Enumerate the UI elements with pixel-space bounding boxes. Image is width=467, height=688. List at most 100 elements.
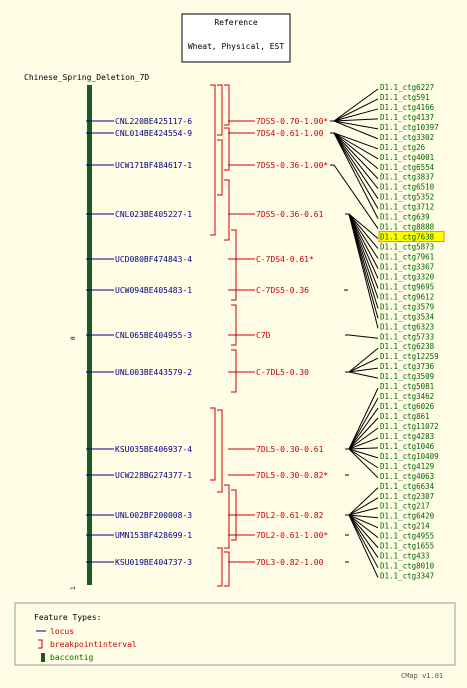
contig-label[interactable]: D1.1_ctg8010 bbox=[380, 562, 435, 571]
contig-label[interactable]: D1.1_ctg6323 bbox=[380, 322, 434, 331]
contig-label[interactable]: D1.1_ctg3367 bbox=[380, 262, 434, 271]
contig-label[interactable]: D1.1_ctg6510 bbox=[380, 183, 435, 192]
locus-label[interactable]: UCW094BE405483-1 bbox=[115, 286, 192, 295]
bin-label[interactable]: 7DL2-0.61-1.00* bbox=[256, 531, 328, 540]
contig-label[interactable]: D1.1_ctg12259 bbox=[380, 352, 439, 361]
axis-bottom-label: 1 bbox=[70, 586, 77, 590]
breakpoint-bracket bbox=[217, 139, 223, 196]
contig-label[interactable]: D1.1_ctg10397 bbox=[380, 123, 439, 132]
contig-label[interactable]: D1.1_ctg7961 bbox=[380, 252, 434, 261]
locus-label[interactable]: CNL065BE404955-3 bbox=[115, 331, 192, 340]
contig-connector bbox=[348, 448, 379, 469]
contig-label[interactable]: D1.1_ctg4001 bbox=[380, 153, 434, 162]
contig-connector bbox=[348, 371, 379, 379]
locus-label[interactable]: CNL023BE405227-1 bbox=[115, 210, 192, 219]
contig-label[interactable]: D1.1_ctg4955 bbox=[380, 532, 434, 541]
bin-label[interactable]: 7DS4-0.61-1.00 bbox=[256, 129, 324, 138]
bin-label[interactable]: C-7DS4-0.61* bbox=[256, 255, 314, 264]
contig-label[interactable]: D1.1_ctg1655 bbox=[380, 542, 434, 551]
bin-group: 7DS5-0.70-1.00* 7DS4-0.61-1.00 7DS5-0.36-1… bbox=[256, 117, 328, 567]
contig-connector bbox=[348, 417, 379, 450]
contig-label[interactable]: D1.1_ctg5081 bbox=[380, 382, 434, 391]
bin-label[interactable]: 7DL3-0.82-1.00 bbox=[256, 558, 324, 567]
map-title[interactable]: Chinese_Spring_Deletion_7D bbox=[24, 73, 149, 82]
contig-connector bbox=[348, 514, 379, 568]
legend-title: Feature Types: bbox=[34, 613, 101, 622]
contig-connector bbox=[348, 213, 379, 279]
contig-label[interactable]: D1.1_ctg3462 bbox=[380, 392, 434, 401]
contig-label[interactable]: D1.1_ctg4137 bbox=[380, 113, 434, 122]
contig-label[interactable]: D1.1_ctg6554 bbox=[380, 163, 435, 172]
bin-label[interactable]: 7DL5-0.30-0.61 bbox=[256, 445, 324, 454]
contig-label[interactable]: D1.1_ctg217 bbox=[380, 502, 430, 511]
contig-label[interactable]: D1.1_ctg5873 bbox=[380, 243, 434, 252]
contig-label[interactable]: D1.1_ctg6227 bbox=[380, 83, 434, 92]
contig-connector bbox=[333, 108, 379, 122]
contig-label[interactable]: D1.1_ctg3509 bbox=[380, 372, 434, 381]
contig-label[interactable]: D1.1_ctg9695 bbox=[380, 282, 434, 291]
contig-label[interactable]: D1.1_ctg11072 bbox=[380, 422, 439, 431]
bin-label[interactable]: C-7DL5-0.30 bbox=[256, 368, 309, 377]
breakpoint-bracket bbox=[224, 127, 230, 171]
contig-label[interactable]: D1.1_ctg4129 bbox=[380, 462, 434, 471]
contig-label[interactable]: D1.1_ctg9612 bbox=[380, 292, 434, 301]
contig-highlight bbox=[378, 231, 445, 243]
locus-label[interactable]: KSU035BE406937-4 bbox=[115, 445, 192, 454]
locus-label[interactable]: UMN153BF428699-1 bbox=[115, 531, 192, 540]
contig-label[interactable]: D1.1_ctg3320 bbox=[380, 272, 435, 281]
locus-label[interactable]: CNL014BE424554-9 bbox=[115, 129, 192, 138]
contig-connector bbox=[333, 132, 379, 209]
breakpoint-bracket bbox=[231, 229, 237, 301]
contig-label[interactable]: D1.1_ctg6238 bbox=[380, 342, 435, 351]
contig-label[interactable]: D1.1_ctg5352 bbox=[380, 193, 434, 202]
contig-label[interactable]: D1.1_ctg639 bbox=[380, 213, 430, 222]
contig-label[interactable]: D1.1_ctg3302 bbox=[380, 133, 434, 142]
contig-connector bbox=[348, 213, 379, 249]
contig-label[interactable]: D1.1_ctg4166 bbox=[380, 103, 435, 112]
contig-connector bbox=[348, 514, 379, 548]
contig-label[interactable]: D1.1_ctg10409 bbox=[380, 452, 439, 461]
contig-connector bbox=[348, 437, 379, 450]
bin-label[interactable]: 7DL5-0.30-0.82* bbox=[256, 471, 328, 480]
contig-label[interactable]: D1.1_ctg6634 bbox=[380, 482, 435, 491]
contig-label[interactable]: D1.1_ctg5733 bbox=[380, 332, 434, 341]
contig-label[interactable]: D1.1_ctg7638 bbox=[380, 233, 435, 242]
contig-label[interactable]: D1.1_ctg591 bbox=[380, 93, 430, 102]
locus-label[interactable]: UNL003BE443579-2 bbox=[115, 368, 192, 377]
locus-label[interactable]: KSU019BE404737-3 bbox=[115, 558, 192, 567]
contig-label[interactable]: D1.1_ctg3736 bbox=[380, 362, 435, 371]
locus-label[interactable]: UCW228BG274377-1 bbox=[115, 471, 192, 480]
legend-item-breakpointinterval: breakpointinterval bbox=[50, 640, 137, 649]
contig-connector bbox=[348, 407, 379, 450]
breakpoint-bracket bbox=[224, 484, 230, 549]
contig-label[interactable]: D1.1_ctg3712 bbox=[380, 203, 434, 212]
breakpoint-bracket bbox=[217, 409, 223, 493]
legend-breakpoint-symbol bbox=[38, 639, 43, 649]
contig-label[interactable]: D1.1_ctg3534 bbox=[380, 312, 435, 321]
bin-label[interactable]: 7DS5-0.36-0.61 bbox=[256, 210, 324, 219]
locus-label[interactable]: UCD080BF474843-4 bbox=[115, 255, 192, 264]
contig-label[interactable]: D1.1_ctg3347 bbox=[380, 572, 434, 581]
locus-label[interactable]: CNL220BE425117-6 bbox=[115, 117, 192, 126]
contig-label[interactable]: D1.1_ctg6026 bbox=[380, 402, 435, 411]
contig-label[interactable]: D1.1_ctg8888 bbox=[380, 223, 435, 232]
locus-label[interactable]: UCW171BF484617-1 bbox=[115, 161, 192, 170]
contig-label[interactable]: D1.1_ctg1046 bbox=[380, 442, 435, 451]
bin-label[interactable]: 7DS5-0.36-1.00* bbox=[256, 161, 328, 170]
contig-label[interactable]: D1.1_ctg4283 bbox=[380, 432, 434, 441]
contig-label[interactable]: D1.1_ctg26 bbox=[380, 143, 426, 152]
contig-label[interactable]: D1.1_ctg861 bbox=[380, 412, 430, 421]
contig-label[interactable]: D1.1_ctg2307 bbox=[380, 492, 434, 501]
bin-label[interactable]: C-7DS5-0.36 bbox=[256, 286, 309, 295]
contig-label[interactable]: D1.1_ctg3579 bbox=[380, 302, 434, 311]
contig-label[interactable]: D1.1_ctg4063 bbox=[380, 472, 434, 481]
contig-label[interactable]: D1.1_ctg214 bbox=[380, 522, 430, 531]
contig-label[interactable]: D1.1_ctg433 bbox=[380, 552, 430, 561]
locus-label[interactable]: UNL002BF200008-3 bbox=[115, 511, 192, 520]
bin-label[interactable]: C7D bbox=[256, 331, 271, 340]
contig-label[interactable]: D1.1_ctg6420 bbox=[380, 512, 435, 521]
breakpoint-bracket bbox=[231, 304, 237, 346]
bin-label[interactable]: 7DS5-0.70-1.00* bbox=[256, 117, 328, 126]
contig-label[interactable]: D1.1_ctg3837 bbox=[380, 173, 434, 182]
bin-label[interactable]: 7DL2-0.61-0.82 bbox=[256, 511, 324, 520]
